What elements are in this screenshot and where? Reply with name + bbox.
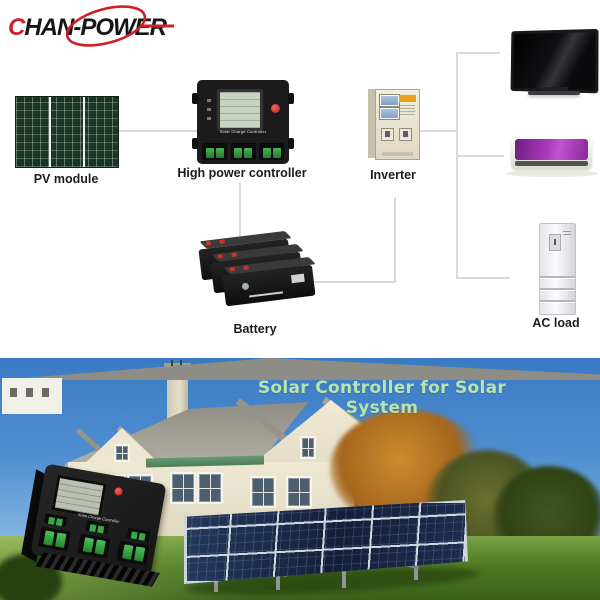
- pv-module-image: [15, 96, 119, 168]
- inverter-spec-lines: [400, 105, 415, 115]
- indicator-leds: [207, 94, 211, 120]
- terminal-block: [77, 533, 111, 559]
- terminal-block: [202, 143, 227, 160]
- terminal-block: [43, 513, 68, 527]
- tv-image: [506, 28, 599, 96]
- fridge-door-seam: [540, 300, 575, 302]
- battery-label: Battery: [233, 322, 277, 336]
- air-conditioner-image: [511, 136, 592, 170]
- neighbor-window: [26, 388, 33, 397]
- inverter-sticker: [399, 95, 416, 102]
- terminal-block: [126, 527, 151, 542]
- fridge-panel-marks: [563, 230, 571, 235]
- ac-load-label: AC load: [532, 316, 580, 330]
- battery-sticker: [290, 273, 305, 284]
- window: [286, 476, 312, 508]
- fridge-door-seam: [540, 276, 575, 278]
- connector-bus-to-tv: [458, 52, 500, 54]
- tv-screen: [510, 28, 599, 94]
- pv-divider: [83, 97, 85, 167]
- mount-tab: [192, 138, 198, 149]
- mount-tab: [288, 138, 294, 149]
- inverter-socket: [399, 128, 412, 141]
- terminal-block: [85, 520, 109, 535]
- inverter-front: [375, 89, 420, 160]
- battery-logo: [241, 282, 250, 291]
- battery-text-line: [249, 291, 284, 298]
- connector-bus-to-ac: [458, 155, 504, 157]
- lcd-screen: [217, 89, 263, 131]
- terminal-block: [230, 143, 256, 160]
- connector-inverter-to-bus: [414, 130, 458, 132]
- terminal-row: [202, 143, 284, 160]
- chimney-finial: [171, 360, 173, 367]
- gable-window: [300, 436, 316, 459]
- chimney-finial: [180, 360, 182, 367]
- inverter-side: [368, 89, 375, 158]
- tv-base: [528, 91, 580, 95]
- attic-window: [114, 444, 130, 462]
- terminal-block: [259, 143, 284, 160]
- controller-label: High power controller: [177, 166, 307, 180]
- inverter-switch: [381, 128, 394, 141]
- window: [170, 472, 196, 504]
- voltmeter: [380, 95, 399, 106]
- connector-pv-to-controller: [118, 130, 197, 132]
- red-button: [113, 486, 124, 497]
- neighbor-house: [0, 358, 600, 414]
- battery-image: [198, 236, 316, 322]
- logo-swoosh-icon: [65, 5, 174, 47]
- inverter-base: [382, 152, 413, 156]
- fridge-door-seam: [540, 288, 575, 290]
- ammeter: [380, 108, 399, 119]
- neighbor-roof: [0, 358, 600, 380]
- window: [250, 476, 276, 508]
- refrigerator-image: [539, 223, 576, 315]
- red-button: [271, 104, 280, 113]
- inverter-label: Inverter: [370, 168, 416, 182]
- window: [197, 472, 223, 504]
- connector-battery-to-inverter: [394, 197, 396, 283]
- ac-shadow: [505, 170, 599, 177]
- connector-load-bus: [456, 52, 458, 279]
- neighbor-window: [10, 388, 17, 397]
- connector-controller-to-battery: [239, 182, 241, 240]
- battery-cell: [222, 264, 316, 307]
- controller-face-text: Solar Charge Controller: [219, 129, 267, 134]
- ac-front-panel: [515, 139, 588, 160]
- chimney: [167, 360, 188, 426]
- mount-tab: [192, 93, 198, 104]
- inverter-image: [368, 89, 420, 160]
- mount-tab: [288, 93, 294, 104]
- photo-caption: Solar Controller for Solar System: [257, 378, 507, 418]
- ac-vent: [515, 161, 588, 166]
- pv-module-label: PV module: [33, 172, 99, 186]
- pv-divider: [49, 97, 51, 167]
- header-logo: CHAN-POWER: [8, 4, 188, 54]
- connector-battery-horizontal: [310, 281, 396, 283]
- controller-product-image: Solar Charge Controller: [21, 463, 175, 593]
- neighbor-window: [42, 388, 49, 397]
- fridge-dispenser: [549, 234, 561, 251]
- charge-controller-image: Solar Charge Controller: [192, 80, 294, 164]
- terminal-block: [37, 526, 71, 552]
- hero-photo: Solar Charge Controller Solar Controller…: [0, 358, 600, 600]
- terminal-block: [116, 540, 150, 566]
- connector-bus-to-fridge: [458, 277, 510, 279]
